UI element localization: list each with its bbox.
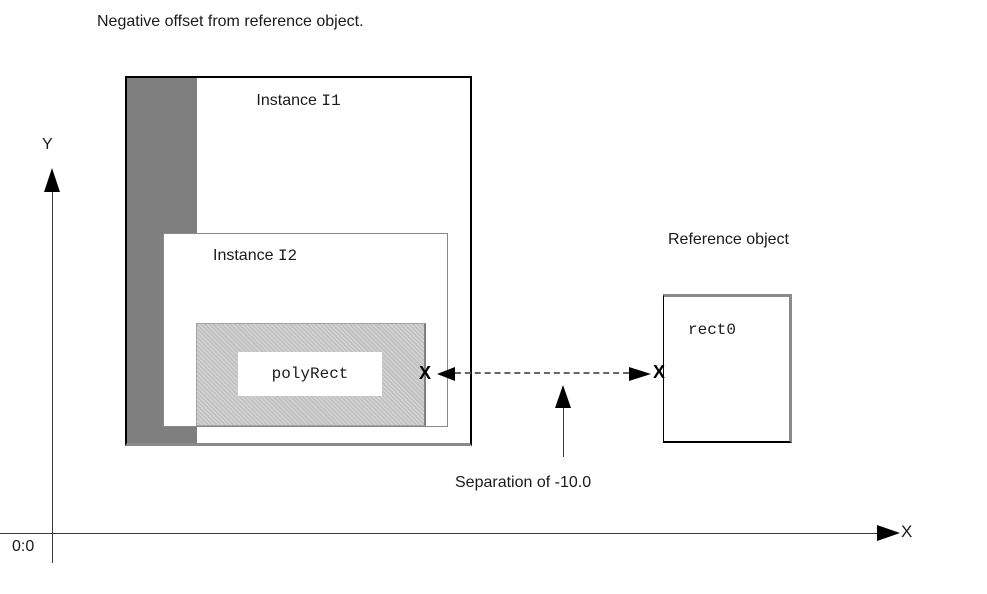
reference-object-caption: Reference object xyxy=(668,231,789,248)
y-axis-line xyxy=(52,192,53,563)
instance-i2-label: Instance I2 xyxy=(213,247,297,265)
separation-right-arrowhead-icon xyxy=(629,367,651,381)
y-axis-arrowhead-icon xyxy=(44,168,60,192)
diagram-title: Negative offset from reference object. xyxy=(97,13,364,30)
x-axis-line xyxy=(0,533,877,534)
separation-dashed-line xyxy=(455,372,629,374)
rect0-box: rect0 xyxy=(663,294,792,443)
instance-i2-label-name: I2 xyxy=(277,247,298,265)
instance-i1-label: Instance I1 xyxy=(127,92,470,110)
origin-label: 0:0 xyxy=(12,538,35,555)
separation-right-x-marker: X xyxy=(653,362,666,382)
separation-left-arrowhead-icon xyxy=(437,367,455,381)
separation-pointer-arrowhead-icon xyxy=(555,385,571,408)
instance-i2-label-prefix: Instance xyxy=(213,247,278,264)
x-axis-arrowhead-icon xyxy=(877,525,900,541)
instance-i1-label-prefix: Instance xyxy=(256,92,322,109)
separation-caption: Separation of -10.0 xyxy=(455,474,592,491)
polyrect-label-box: polyRect xyxy=(238,352,382,396)
separation-pointer-line xyxy=(563,408,564,457)
separation-left-x-marker: X xyxy=(419,363,432,383)
y-axis-label: Y xyxy=(42,136,53,153)
rect0-label: rect0 xyxy=(688,321,737,339)
x-axis-label: X xyxy=(901,522,913,541)
polyrect-label: polyRect xyxy=(271,365,349,383)
polyrect-container: polyRect xyxy=(196,323,426,426)
instance-i1-label-name: I1 xyxy=(321,92,341,110)
